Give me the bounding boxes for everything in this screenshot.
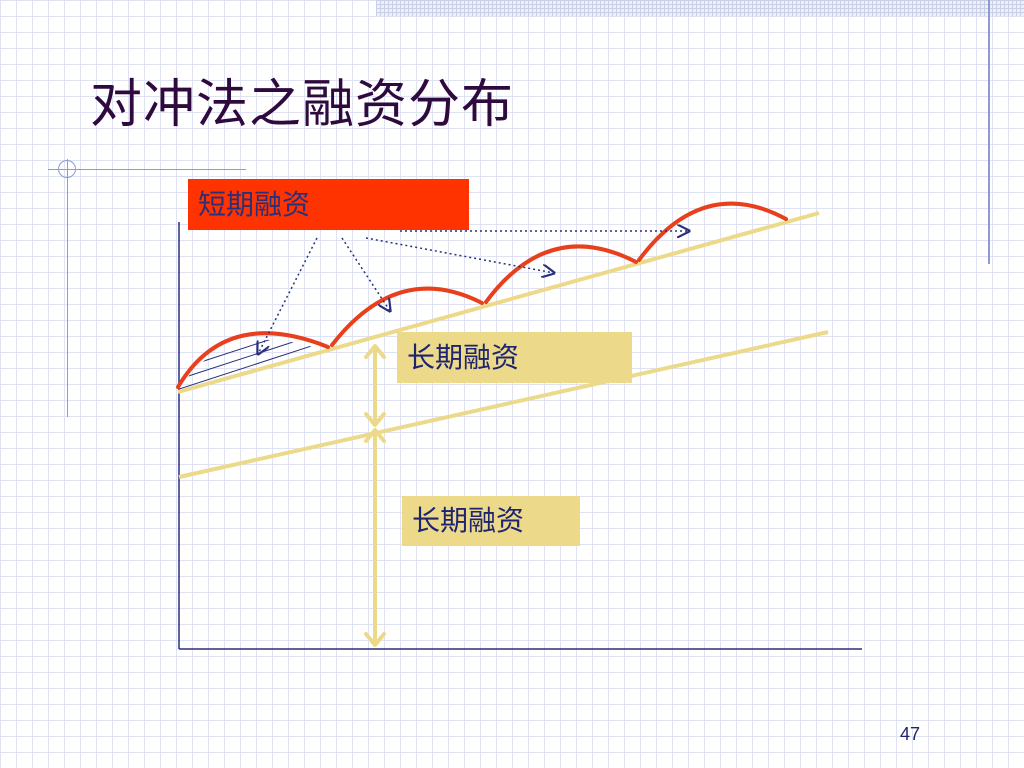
short-term-hatched-area [178,339,323,391]
left-decorative-rule-vertical [67,159,68,417]
long-term-financing-label-lower: 长期融资 [402,496,580,546]
top-decorative-band [376,0,1024,16]
pointer-arrows [258,231,689,354]
left-decorative-rule-horizontal [48,169,246,170]
upper-long-term-range-arrow [364,344,386,427]
seasonal-hump-3 [484,244,638,304]
long-term-financing-label-upper: 长期融资 [397,332,632,383]
page-number: 47 [900,724,921,744]
pointer-arrow-1 [258,237,318,354]
total-assets-trend-line [177,211,820,394]
permanent-assets-trend-line [178,330,829,479]
seasonal-hump-1 [176,331,330,389]
decorative-circle [58,160,76,178]
pointer-arrow-3 [365,237,554,273]
short-term-financing-label: 短期融资 [188,179,469,230]
lower-long-term-range-arrow [364,428,386,647]
right-decorative-rule [988,0,990,264]
seasonal-hump-4 [637,201,788,262]
seasonal-hump-2 [330,286,484,347]
page-title: 对冲法之融资分布 [90,75,515,135]
seasonal-demand-curve [176,201,788,389]
